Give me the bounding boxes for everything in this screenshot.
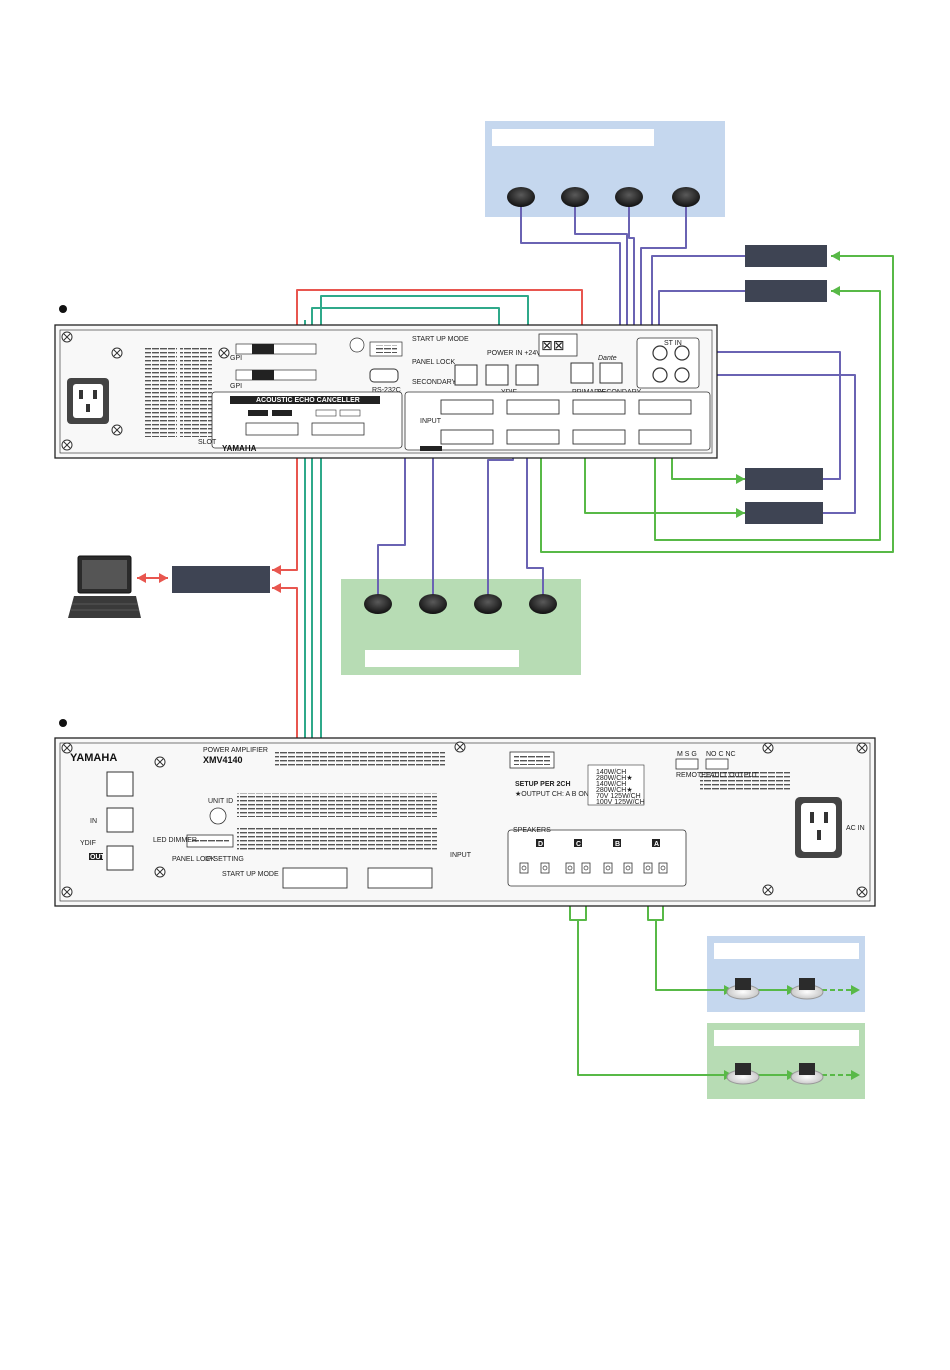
external-device-4 [745,502,823,524]
svg-text:FAULT OUTPUT: FAULT OUTPUT [706,772,759,779]
bullet-unit-1 [59,305,67,313]
ceiling-speaker-icon [726,978,824,1085]
svg-text:AC IN: AC IN [846,825,865,832]
ac-inlet-icon [795,797,842,858]
external-device-3 [745,468,823,490]
cable-mic-2 [574,200,628,395]
cable-mic-7 [487,440,514,595]
svg-text:UNIT ID: UNIT ID [208,798,233,805]
svg-text:★OUTPUT CH: A B ONLY: ★OUTPUT CH: A B ONLY [515,790,597,798]
bullet-unit-2 [59,719,67,727]
svg-text:GPI: GPI [230,383,242,390]
svg-text:PANEL LOCK: PANEL LOCK [412,359,456,366]
svg-text:280W/CH★: 280W/CH★ [596,786,633,794]
mic-zone-top-label [492,129,654,146]
cable-out-ext2 [654,290,881,541]
gpi-connectors: GPI GPI [230,343,317,390]
svg-text:IP SETTING: IP SETTING [205,856,244,863]
cable-mic-1 [520,200,621,395]
cable-st-out-2 [690,374,856,514]
svg-text:IN: IN [90,818,97,825]
cable-mic-4 [640,200,687,395]
speaker-zone-green-label [714,1030,859,1046]
svg-text:ACOUSTIC ECHO CANCELLER: ACOUSTIC ECHO CANCELLER [256,397,360,404]
svg-text:SETUP PER 2CH: SETUP PER 2CH [515,781,571,788]
svg-text:M S G: M S G [677,751,697,758]
svg-text:REMOTE: REMOTE [676,772,706,779]
external-device-1 [745,245,827,267]
rj45-port-icon [454,362,623,386]
svg-text:INPUT: INPUT [450,852,472,859]
svg-text:D: D [538,841,543,848]
mic-zone-bottom-label [365,650,519,667]
svg-text:LED DIMMER: LED DIMMER [153,837,197,844]
cable-out-ext1 [540,255,894,553]
svg-text:PANEL LOCK: PANEL LOCK [172,856,216,863]
svg-text:Dante: Dante [598,355,617,362]
svg-text:140W/CH: 140W/CH [596,781,626,788]
svg-text:C: C [576,841,581,848]
cable-st-out-1 [690,351,841,480]
network-switch [172,566,270,593]
cable-out-ext4 [584,440,745,514]
laptop-icon [68,555,141,618]
svg-text:XMV4140: XMV4140 [203,755,243,765]
svg-text:⊠⊠: ⊠⊠ [541,338,564,354]
svg-text:A: A [654,841,659,848]
svg-text:YAMAHA: YAMAHA [70,752,117,764]
cable-ext1 [651,255,745,345]
svg-text:OUT: OUT [90,854,106,861]
external-device-2 [745,280,827,302]
svg-text:GPI: GPI [230,355,242,362]
svg-text:YAMAHA: YAMAHA [222,444,257,453]
svg-text:SPEAKERS: SPEAKERS [513,827,551,834]
svg-text:280W/CH★: 280W/CH★ [596,774,633,782]
terminal-block-icon [440,399,692,445]
svg-text:SECONDARY PORT: SECONDARY PORT [412,379,478,386]
cable-mic-8 [526,440,544,595]
svg-text:INPUT: INPUT [420,418,442,425]
svg-text:ST IN: ST IN [664,340,682,347]
svg-text:70V 125W/CH: 70V 125W/CH [596,793,641,800]
svg-text:140W/CH: 140W/CH [596,769,626,776]
svg-text:YDIF: YDIF [80,840,96,847]
svg-text:START UP MODE: START UP MODE [412,336,469,343]
speaker-zone-blue-label [714,943,859,959]
unit1-rear-panel: GPI GPI RS-232C START UP MODE PANEL LOCK… [54,324,718,459]
unit2-rear-panel: YAMAHA POWER AMPLIFIER XMV4140 IN YDIF O… [54,737,876,907]
svg-text:100V 125W/CH: 100V 125W/CH [596,799,645,806]
cable-mic-3 [628,200,635,395]
svg-text:NO C NC: NO C NC [706,751,736,758]
cable-red-dante [272,289,583,571]
rj45-port-icon [106,771,134,871]
svg-text:SLOT: SLOT [198,439,217,446]
svg-text:RS-232C: RS-232C [372,387,401,394]
svg-text:POWER AMPLIFIER: POWER AMPLIFIER [203,747,268,754]
svg-text:POWER IN +24V DC: POWER IN +24V DC [487,350,553,357]
ceiling-microphone-icon [364,187,700,614]
ac-inlet-icon [67,378,109,424]
svg-text:START UP MODE: START UP MODE [222,871,279,878]
svg-text:B: B [615,841,620,848]
terminal-block-icon [282,867,433,889]
